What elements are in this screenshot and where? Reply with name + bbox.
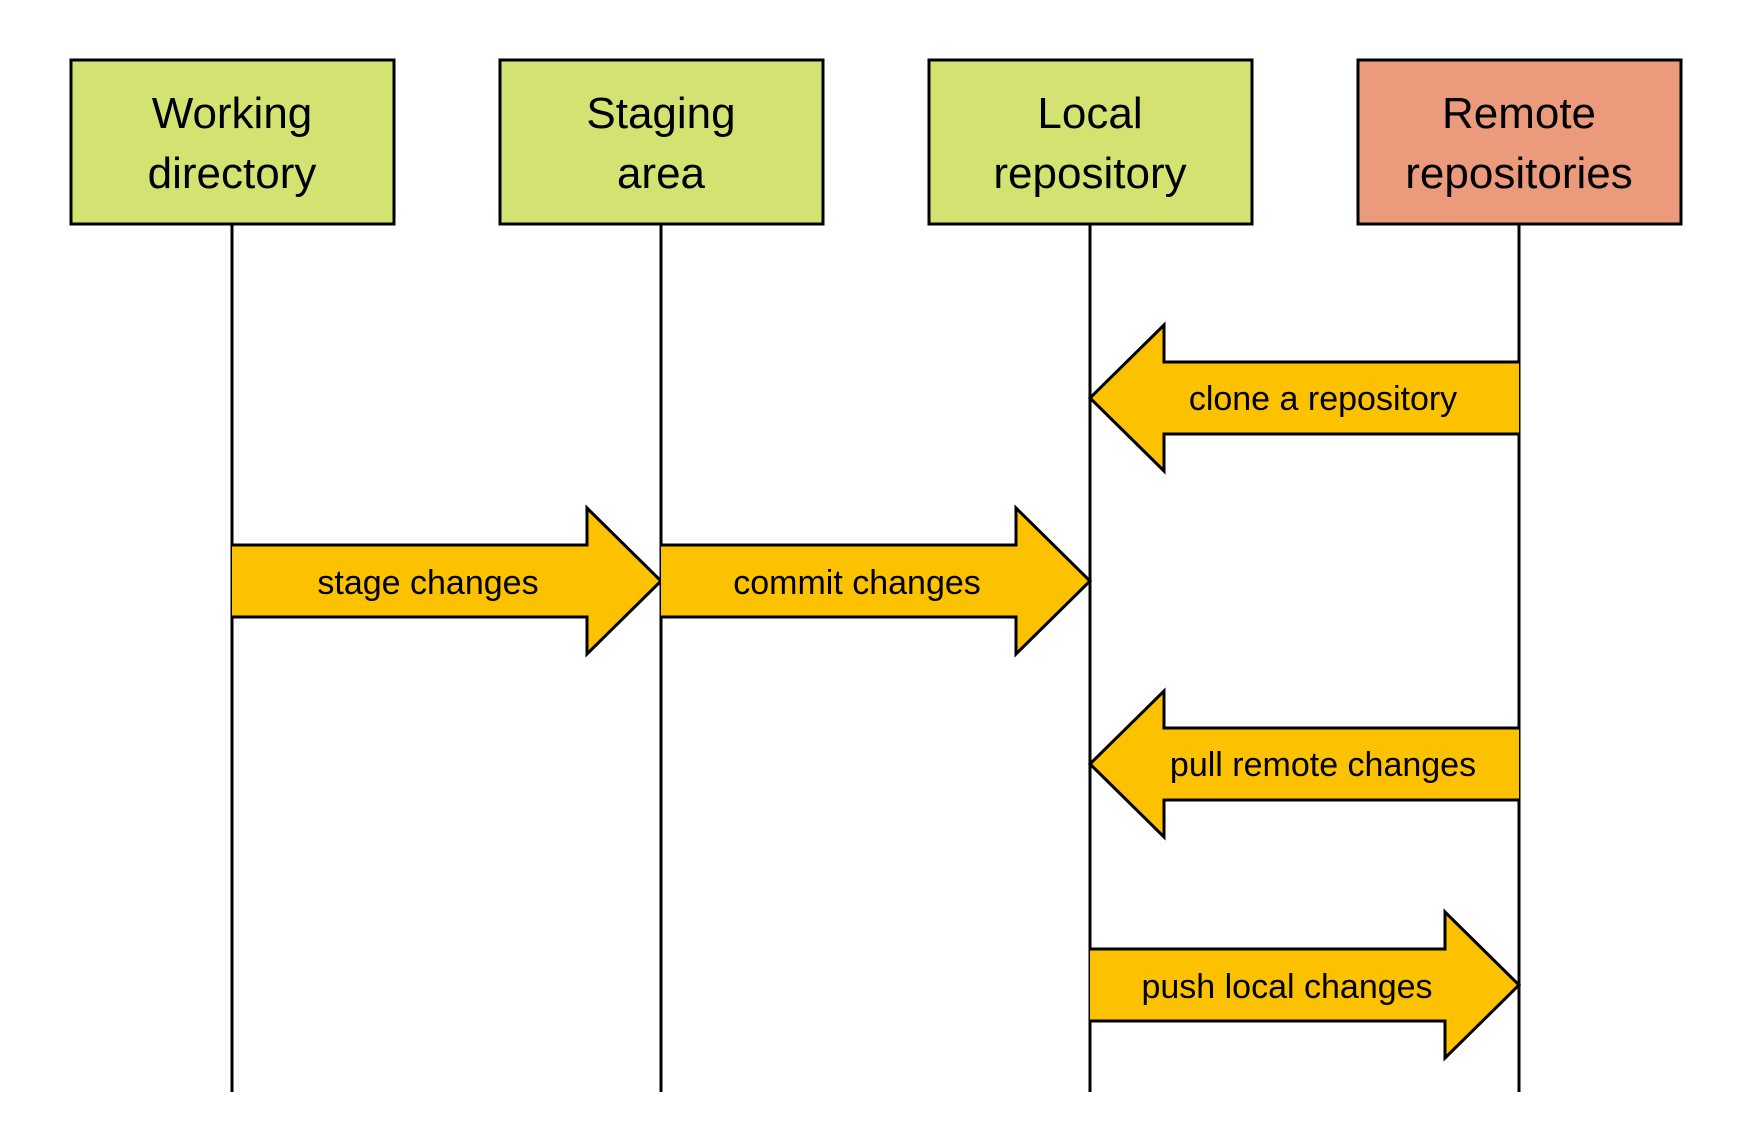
arrow-pull-shape — [1087, 687, 1519, 841]
box-working-directory-title-line1: Working — [152, 89, 313, 138]
box-working-directory: Working directory — [69, 58, 396, 226]
box-remote-repositories: Remote repositories — [1356, 58, 1683, 226]
box-staging-area: Staging area — [498, 58, 825, 226]
box-staging-area-title-line2: area — [617, 149, 706, 198]
arrow-stage: stage changes — [232, 504, 664, 658]
box-local-repository: Local repository — [927, 58, 1254, 226]
arrow-commit-label: commit changes — [733, 564, 981, 602]
arrow-clone-label: clone a repository — [1189, 380, 1457, 418]
box-remote-repositories-title-line1: Remote — [1442, 89, 1596, 138]
box-local-repository-title-line2: repository — [993, 149, 1186, 198]
arrow-stage-label: stage changes — [317, 564, 538, 602]
box-local-repository-title-line1: Local — [1037, 89, 1142, 138]
arrow-commit: commit changes — [661, 504, 1093, 658]
arrow-clone-shape — [1087, 321, 1519, 475]
box-remote-repositories-title-line2: repositories — [1405, 149, 1632, 198]
box-working-directory-rect — [69, 58, 396, 226]
arrow-clone: clone a repository — [1087, 321, 1519, 475]
box-local-repository-rect — [927, 58, 1254, 226]
arrow-push-shape — [1090, 908, 1522, 1062]
arrow-push: push local changes — [1090, 908, 1522, 1062]
box-remote-repositories-rect — [1356, 58, 1683, 226]
arrow-commit-shape — [661, 504, 1093, 658]
box-working-directory-title-line2: directory — [148, 149, 317, 198]
arrow-pull-label: pull remote changes — [1170, 746, 1476, 784]
arrow-push-label: push local changes — [1141, 968, 1432, 1006]
box-staging-area-title-line1: Staging — [586, 89, 735, 138]
arrow-pull: pull remote changes — [1087, 687, 1519, 841]
box-staging-area-rect — [498, 58, 825, 226]
